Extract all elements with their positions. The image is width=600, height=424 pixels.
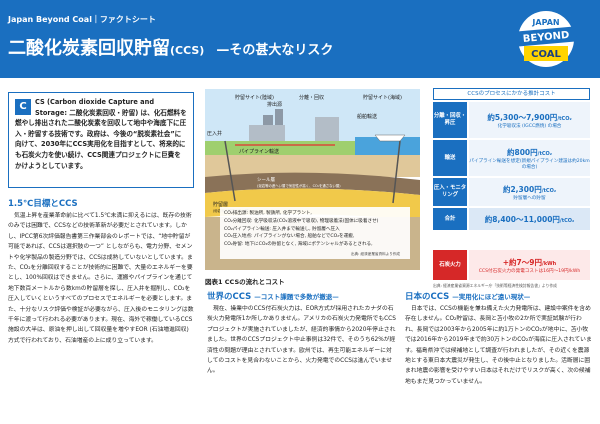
logo-line1: JAPAN <box>531 18 559 27</box>
section-title-japan: 日本のCCS —実用化にほど遠い現状— <box>405 290 530 302</box>
ship-icon <box>374 134 406 142</box>
cost-label: 圧入・モニタリング <box>433 178 467 206</box>
intro-initial-icon: C <box>15 99 31 115</box>
label-discharge: 排出源 <box>267 101 282 108</box>
figure-legend-line: CO₂パイプライン輸送: 圧入井まで輸送し, 貯留層へ圧入 <box>224 226 340 232</box>
cost-value: 約2,300円/tCO₂ 貯留層への貯留 <box>469 178 590 206</box>
cost-main: 約800円/tCO₂ <box>469 147 590 158</box>
header-banner: Japan Beyond Coal｜ファクトシート 二酸化炭素回収貯留(CCS)… <box>0 0 600 78</box>
section-body-japan: 日本では、CCSの機能を兼ね備えた火力発電所は、建設中案件を含め存在しません。C… <box>405 306 592 385</box>
label-reservoir: 貯留層 <box>213 201 228 208</box>
cost-main: 約5,300〜7,900円/tCO₂ <box>469 112 590 123</box>
page-title: 二酸化炭素回収貯留(CCS) —その甚大なリスク <box>8 34 333 60</box>
factory-building <box>249 125 285 141</box>
section-body-1-5c: 気温上昇を産業革命前に比べて1.5℃未満に抑えるには、既存の技術のみでは困難で、… <box>8 213 194 344</box>
cost-note: 化学吸収法 (IGCC燃焼) の場合 <box>497 123 562 129</box>
cost-unit: /tCO₂ <box>537 150 552 157</box>
label-injection-well: 圧入井 <box>207 130 222 137</box>
intro-text: CS (Carbon dioxide Capture and Storage: … <box>15 98 187 170</box>
cost-value: 約8,400〜11,000円/tCO₂ <box>469 208 590 230</box>
land-injection-well <box>224 140 236 202</box>
section-title-world-main: 世界のCCS <box>207 292 252 302</box>
section-body-world: 現在、操業中のCCS付石炭火力は、EOR方式が採用されたカナダの石炭火力発電所1… <box>207 306 396 375</box>
cost-value: 約5,300〜7,900円/tCO₂ 化学吸収法 (IGCC燃焼) の場合 <box>469 102 590 138</box>
cost-row-coal: 石炭火力 +約7〜9円/kWh CCS付石炭火力の発電コストは16円〜19円/k… <box>433 250 590 280</box>
figure-legend-box: CO₂排出源: 製油所, 製鉄所, 化学プラント, CO₂分離回収: 化学吸収法… <box>220 207 410 259</box>
capture-plant <box>315 117 339 141</box>
cost-row-injection: 圧入・モニタリング 約2,300円/tCO₂ 貯留層への貯留 <box>433 178 590 206</box>
label-ship: 船舶輸送 <box>357 113 377 120</box>
cost-label: 合計 <box>433 208 467 230</box>
cost-unit: /tCO₂ <box>557 115 572 122</box>
cost-label: 石炭火力 <box>433 250 467 280</box>
section-title-japan-main: 日本のCCS <box>405 292 450 302</box>
title-ccs: (CCS) <box>170 44 205 57</box>
sea <box>355 137 420 155</box>
cost-note: CCS付石炭火力の発電コストは16円〜19円/kWh <box>478 268 581 274</box>
label-seal-note: (泥岩等の遮へい層で気密性が高く、CO₂を通さない層) <box>257 183 341 188</box>
label-pipeline: パイプライン輸送 <box>239 148 279 155</box>
cost-label: 分離・回収・昇圧 <box>433 102 467 138</box>
intro-box: C CS (Carbon dioxide Capture and Storage… <box>8 92 194 188</box>
cost-value: 約800円/tCO₂ パイプライン輸送を想定(新規パイプライン建設は約20km … <box>469 140 590 176</box>
cost-note: パイプライン輸送を想定(新規パイプライン建設は約20km の場合) <box>469 158 590 170</box>
logo-line3: COAL <box>531 49 561 60</box>
section-title-1-5c: 1.5℃目標とCCS <box>8 199 78 209</box>
label-storage-sea: 貯留サイト(海域) <box>363 94 402 101</box>
cost-panel-title: CCSのプロセスにかかる推計コスト <box>433 88 590 100</box>
label-seal-layer: シール層 <box>257 177 275 183</box>
cost-main: 約8,400〜11,000円/tCO₂ <box>469 214 590 225</box>
cost-amount: 約800円 <box>507 147 538 157</box>
section-title-japan-sub: —実用化にほど遠い現状— <box>452 293 531 301</box>
cost-amount: 約8,400〜11,000円 <box>484 214 560 224</box>
cost-amount: 約2,300円 <box>502 184 542 194</box>
figure-source: 出典: 経済産業省資料より作成 <box>351 252 400 257</box>
figure-legend-line: CO₂排出源: 製油所, 製鉄所, 化学プラント, <box>224 211 312 216</box>
japan-beyond-coal-logo: JAPAN BEYOND COAL <box>515 11 577 67</box>
logo-line2: BEYOND <box>522 30 569 45</box>
figure-legend-line: CO₂圧入地点: パイプラインがない場合, 船舶などでCO₂を運搬, <box>224 234 355 240</box>
figure-legend-line: CO₂分離回収: 化学吸収法(CO₂溶液中で吸収), 物理吸着法(固体に吸着させ… <box>224 218 379 224</box>
header-subtitle: Japan Beyond Coal｜ファクトシート <box>8 15 156 24</box>
cost-value: +約7〜9円/kWh CCS付石炭火力の発電コストは16円〜19円/kWh <box>469 250 590 280</box>
title-main: 二酸化炭素回収貯留 <box>8 38 170 59</box>
cost-unit: /tCO₂ <box>559 217 575 224</box>
cost-amount: +約7〜9円 <box>502 257 542 267</box>
cost-unit: /tCO₂ <box>541 187 557 194</box>
label-storage-land: 貯留サイト(陸域) <box>235 94 274 101</box>
figure-legend-line: CO₂貯留: 地下にCO₂の貯留となく, 海域にポテンシャルがあるとされる, <box>224 242 373 248</box>
cost-amount: 約5,300〜7,900円 <box>487 112 558 122</box>
figure-caption: 図表1 CCSの流れとコスト <box>205 278 285 286</box>
cost-main: 約2,300円/tCO₂ <box>469 184 590 195</box>
cost-source: 出典: 経済産業省資源エネルギー庁「技術等経済性検討報告書」より作成 <box>433 283 557 288</box>
cost-row-total: 合計 約8,400〜11,000円/tCO₂ <box>433 208 590 230</box>
seal-layer <box>205 172 420 195</box>
cost-note: 貯留層への貯留 <box>513 195 546 201</box>
cost-label: 輸送 <box>433 140 467 176</box>
section-title-world-sub: —コスト課題で多数が撤退— <box>254 293 339 301</box>
section-title-world: 世界のCCS —コスト課題で多数が撤退— <box>207 290 339 302</box>
cost-row-transport: 輸送 約800円/tCO₂ パイプライン輸送を想定(新規パイプライン建設は約20… <box>433 140 590 176</box>
title-sub: —その甚大なリスク <box>216 43 334 58</box>
cost-unit: /kWh <box>542 260 557 267</box>
cost-main: +約7〜9円/kWh <box>469 257 590 268</box>
cost-row-capture: 分離・回収・昇圧 約5,300〜7,900円/tCO₂ 化学吸収法 (IGCC燃… <box>433 102 590 138</box>
label-separation: 分離・回収 <box>299 94 324 101</box>
sea-injection-well <box>392 140 401 204</box>
upper-strata <box>205 155 420 177</box>
